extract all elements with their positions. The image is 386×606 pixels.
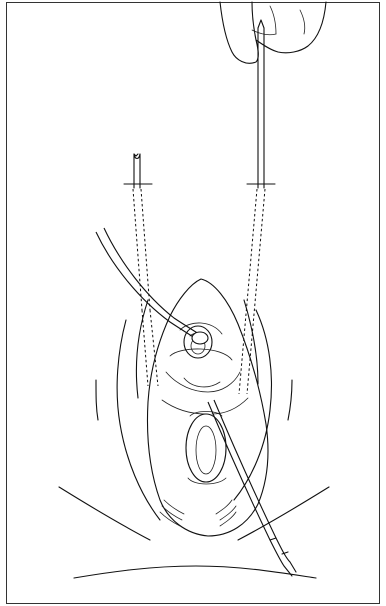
figure-border <box>7 3 380 604</box>
